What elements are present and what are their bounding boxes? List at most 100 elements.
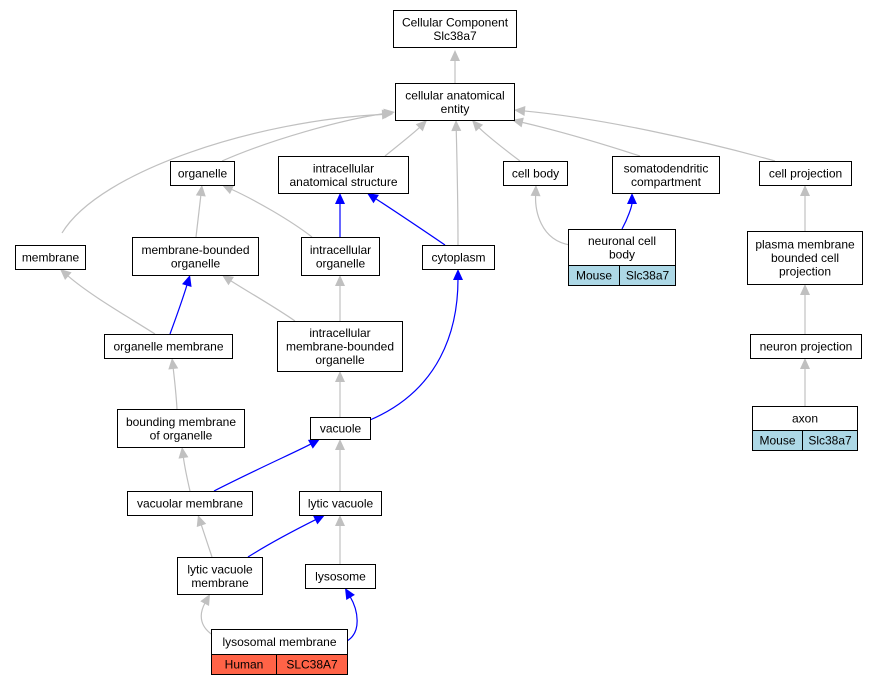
edge-vacuolar-membrane-to-bounding-membrane-of-organelle: [178, 447, 191, 492]
edge-organelle-membrane-to-membrane-bounded-organelle-arrowhead: [182, 275, 192, 287]
species-label: Mouse: [576, 269, 612, 283]
edge-cell-projection-to-cellular-anatomical-entity-arrowhead: [514, 106, 526, 116]
edge-intracellular-anatomical-structure-to-cellular-anatomical-entity-arrowhead: [415, 120, 427, 132]
node-box: [310, 417, 371, 440]
edge-cytoplasm-to-intracellular-anatomical-structure: [367, 193, 446, 246]
node-neuron-projection[interactable]: neuron projection: [750, 334, 862, 359]
edge-plasma-membrane-bounded-cell-projection-to-cell-projection: [800, 185, 810, 231]
node-box: [117, 409, 245, 448]
node-box: [277, 321, 403, 372]
node-label-line: intracellular: [309, 326, 370, 340]
node-label-line: of organelle: [150, 428, 213, 442]
edge-neuronal-cell-body-to-cell-body-line: [534, 194, 571, 246]
edge-somatodendritic-compartment-to-cellular-anatomical-entity: [512, 117, 641, 157]
edge-neuron-projection-to-plasma-membrane-bounded-cell-projection-arrowhead: [800, 284, 810, 295]
node-label-line: intracellular: [310, 243, 371, 257]
node-organelle[interactable]: organelle: [170, 161, 235, 186]
node-label-line: cell projection: [769, 167, 842, 181]
node-box: [305, 564, 376, 589]
species-label: Mouse: [759, 434, 795, 448]
node-box: [132, 237, 259, 276]
edge-axon-to-neuron-projection: [800, 358, 810, 406]
edge-lytic-vacuole-membrane-to-vacuolar-membrane-line: [200, 524, 213, 558]
edge-intracellular-organelle-to-intracellular-anatomical-structure-arrowhead: [335, 193, 345, 204]
edge-cytoplasm-to-intracellular-anatomical-structure-line: [375, 197, 446, 246]
node-box: [278, 156, 409, 194]
node-box: [422, 245, 495, 270]
node-lysosome[interactable]: lysosome: [305, 564, 376, 589]
node-label-line: axon: [792, 412, 818, 426]
edges-layer: [60, 50, 810, 642]
node-label-line: lytic vacuole: [187, 562, 253, 576]
node-cell-body[interactable]: cell body: [503, 161, 568, 186]
edge-membrane-to-cellular-anatomical-entity-line: [61, 113, 384, 234]
edge-lysosomal-membrane-to-lysosome-arrowhead: [345, 588, 355, 601]
node-vacuolar-membrane[interactable]: vacuolar membrane: [127, 491, 253, 516]
node-box: [747, 231, 863, 285]
gene-label: Slc38a7: [626, 269, 670, 283]
edge-bounding-membrane-of-organelle-to-organelle-membrane: [168, 358, 179, 410]
species-label: Human: [225, 658, 264, 672]
node-label-line: body: [609, 247, 635, 261]
edge-lytic-vacuole-membrane-to-lytic-vacuole: [247, 515, 325, 558]
edge-lytic-vacuole-membrane-to-vacuolar-membrane-arrowhead: [196, 515, 207, 528]
edge-intracellular-membrane-bounded-organelle-to-membrane-bounded-organelle-line: [230, 279, 296, 322]
node-box: [177, 557, 263, 595]
node-label-line: lytic vacuole: [308, 497, 374, 511]
node-cytoplasm[interactable]: cytoplasm: [422, 245, 495, 270]
edge-vacuolar-membrane-to-bounding-membrane-of-organelle-arrowhead: [178, 447, 189, 459]
edge-intracellular-organelle-to-organelle-arrowhead: [222, 185, 235, 195]
node-label-line: organelle: [315, 353, 365, 367]
edge-vacuole-to-intracellular-membrane-bounded-organelle-arrowhead: [335, 371, 345, 382]
edge-intracellular-membrane-bounded-organelle-to-membrane-bounded-organelle: [222, 275, 296, 322]
edge-plasma-membrane-bounded-cell-projection-to-cell-projection-arrowhead: [800, 185, 810, 196]
node-membrane[interactable]: membrane: [15, 245, 86, 270]
edge-cellular-anatomical-entity-to-cellular-component: [450, 50, 460, 84]
node-label-line: lysosome: [315, 570, 366, 584]
node-label-line: bounding membrane: [126, 415, 236, 429]
node-box: [170, 161, 235, 186]
node-box: [503, 161, 568, 186]
node-organelle-membrane[interactable]: organelle membrane: [104, 334, 233, 359]
edge-lytic-vacuole-membrane-to-vacuolar-membrane: [196, 515, 213, 558]
node-label-line: organelle: [178, 167, 228, 181]
node-label-line: bounded cell: [771, 251, 839, 265]
edge-vacuole-to-cytoplasm: [369, 269, 463, 421]
edge-membrane-bounded-organelle-to-organelle-line: [195, 194, 202, 238]
edge-cytoplasm-to-intracellular-anatomical-structure-arrowhead: [367, 193, 379, 204]
node-vacuole[interactable]: vacuole: [310, 417, 371, 440]
node-lytic-vacuole[interactable]: lytic vacuole: [299, 491, 382, 516]
edge-neuronal-cell-body-to-cell-body-arrowhead: [530, 185, 541, 197]
node-box: [393, 10, 517, 48]
edge-lytic-vacuole-membrane-to-lytic-vacuole-arrowhead: [312, 515, 325, 525]
edge-organelle-membrane-to-membrane-arrowhead: [60, 269, 72, 280]
edge-lytic-vacuole-to-vacuole: [335, 439, 345, 491]
node-label-line: cytoplasm: [431, 251, 485, 265]
edge-lysosomal-membrane-to-lysosome-line: [346, 596, 358, 642]
edge-organelle-membrane-to-membrane-bounded-organelle: [169, 275, 192, 335]
gene-cell: [802, 430, 858, 451]
gene-label: Slc38a7: [808, 434, 852, 448]
node-label-line: somatodendritic: [624, 161, 709, 175]
edge-cytoplasm-to-cellular-anatomical-entity-arrowhead: [451, 120, 462, 132]
node-cell-projection[interactable]: cell projection: [759, 161, 852, 186]
edge-lytic-vacuole-to-vacuole-arrowhead: [335, 439, 345, 450]
edge-intracellular-organelle-to-organelle-line: [230, 188, 313, 238]
edge-lysosomal-membrane-to-lysosome: [345, 588, 358, 642]
node-label-line: lysosomal membrane: [222, 635, 336, 649]
node-box: [15, 245, 86, 270]
